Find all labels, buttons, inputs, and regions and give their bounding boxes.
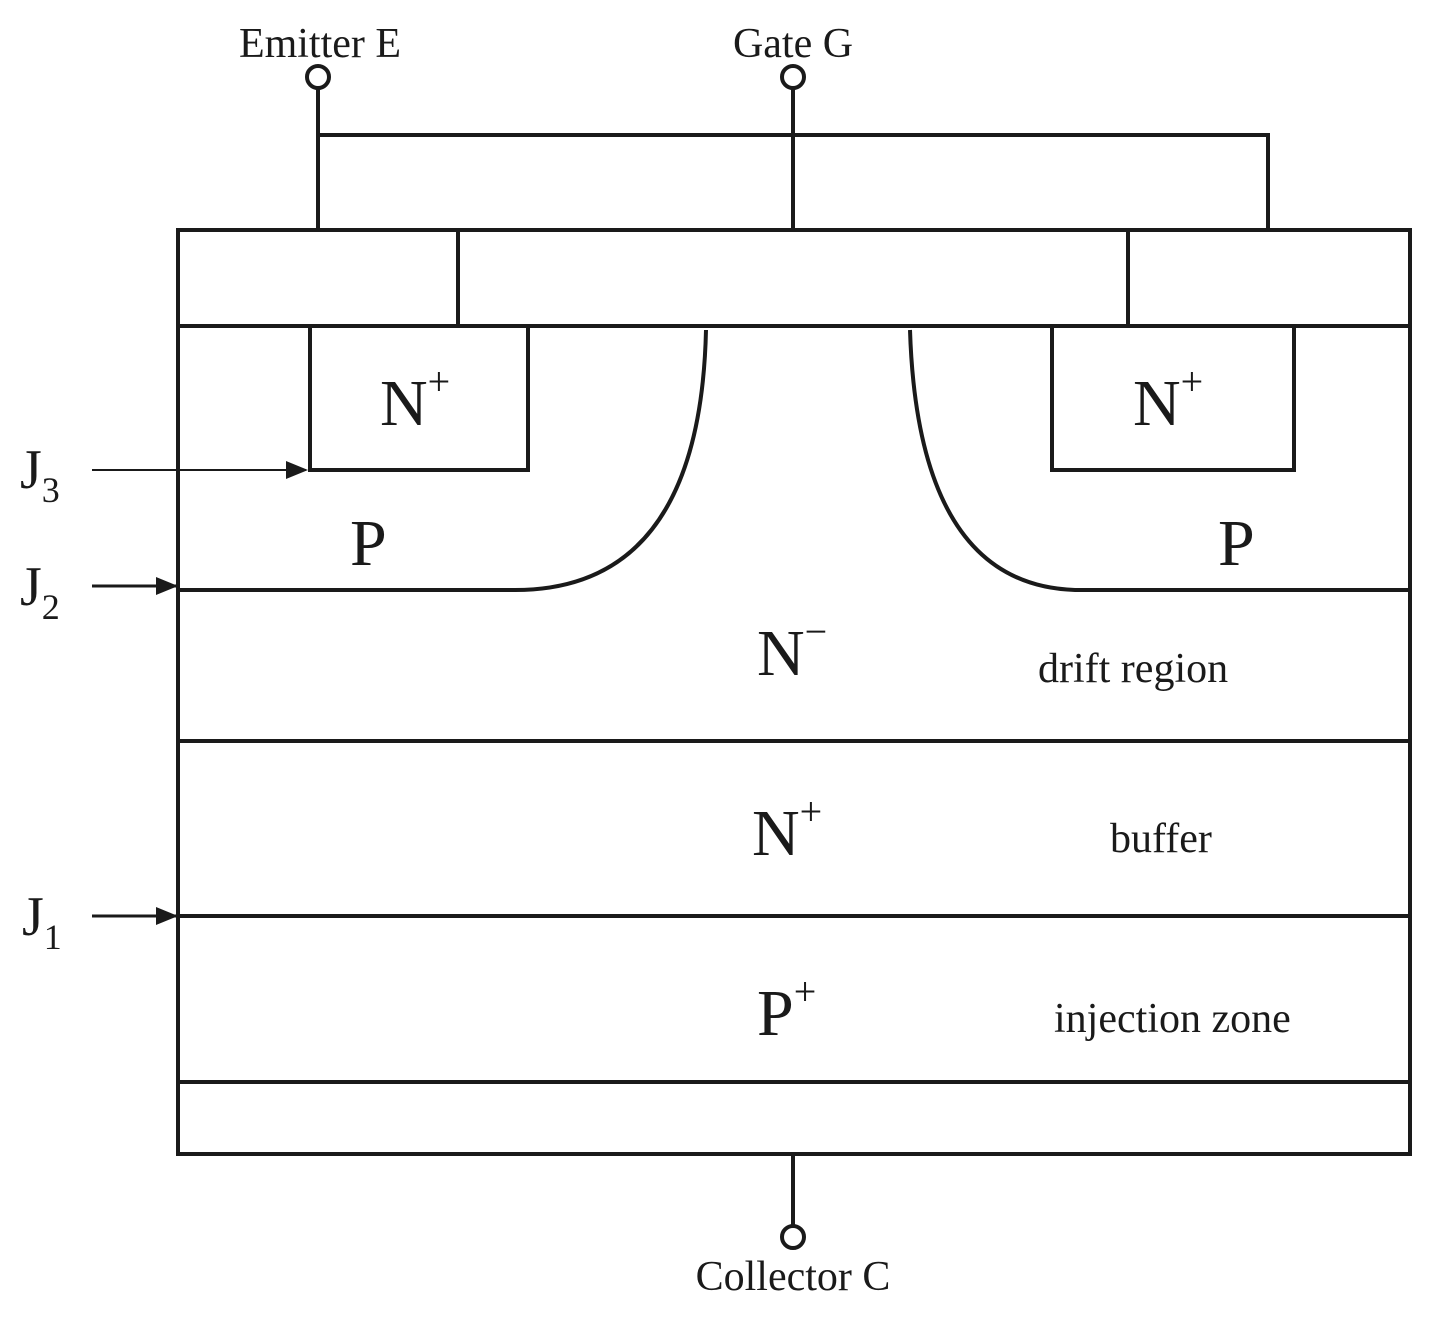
p-body-boundary-right xyxy=(908,329,1410,592)
gate-terminal xyxy=(780,64,806,90)
buffer-symbol: N+ xyxy=(752,789,822,870)
n-plus-right-label: N+ xyxy=(1133,359,1203,440)
drift-region-desc: drift region xyxy=(1038,646,1228,692)
j3-label: J3 xyxy=(20,439,60,510)
gate-oxide xyxy=(456,228,1130,328)
p-right-label: P xyxy=(1218,507,1255,580)
n-plus-left-label: N+ xyxy=(380,359,450,440)
n-plus-well-right xyxy=(1050,324,1296,472)
injection-symbol: P+ xyxy=(757,969,816,1050)
p-left-label: P xyxy=(350,507,387,580)
collector-metal xyxy=(176,1080,1412,1156)
buffer-desc: buffer xyxy=(1110,816,1212,862)
emitter-label: Emitter E xyxy=(239,21,401,67)
j2-label: J2 xyxy=(20,556,60,627)
collector-label: Collector C xyxy=(696,1254,891,1300)
injection-desc: injection zone xyxy=(1054,996,1291,1042)
emitter-metal-right xyxy=(1126,228,1412,328)
gate-label: Gate G xyxy=(733,21,853,67)
j1-label: J1 xyxy=(22,886,62,957)
drift-region-symbol: N− xyxy=(757,609,827,690)
n-plus-well-left xyxy=(308,324,530,472)
collector-terminal xyxy=(780,1224,806,1250)
emitter-terminal xyxy=(305,64,331,90)
p-body-boundary-left xyxy=(178,329,708,592)
emitter-wire-bus xyxy=(318,133,1270,230)
emitter-metal-left xyxy=(176,228,460,328)
